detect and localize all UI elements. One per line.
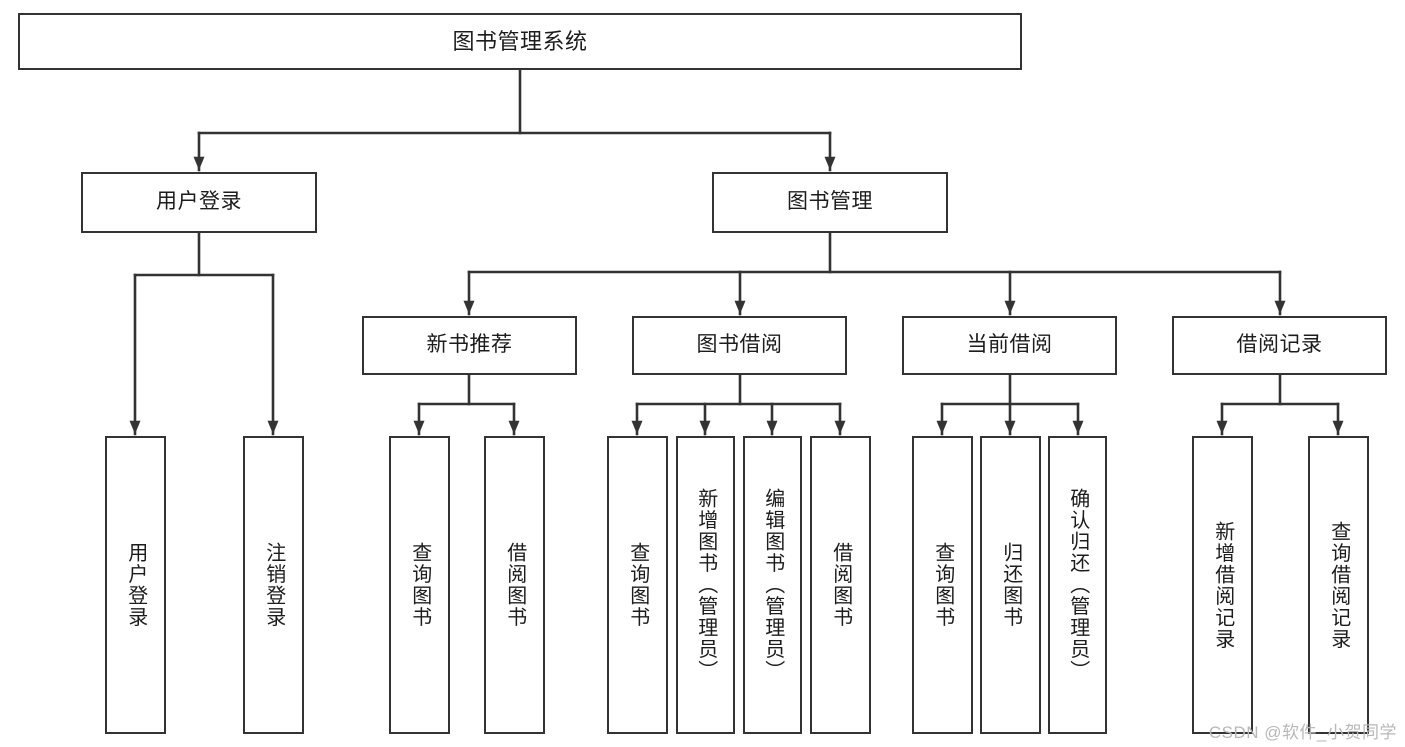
node-label: 注销登录	[262, 542, 285, 628]
node-label: 借阅图书	[503, 542, 526, 628]
node-label: 编辑图书（管理员）	[761, 488, 784, 682]
node-label: 查询图书	[408, 542, 431, 628]
leaf-node-borrow-book-recommendation[interactable]: 借阅图书	[484, 436, 545, 734]
node-label: 查询图书	[931, 542, 954, 628]
leaf-node-query-book-recommendation[interactable]: 查询图书	[389, 436, 450, 734]
node-current-borrowing[interactable]: 当前借阅	[902, 316, 1117, 375]
node-label: 查询借阅记录	[1327, 520, 1350, 650]
node-label: 当前借阅	[966, 333, 1053, 357]
leaf-node-return-book[interactable]: 归还图书	[980, 436, 1041, 734]
node-book-management[interactable]: 图书管理	[712, 172, 948, 233]
node-label: 确认归还（管理员）	[1066, 488, 1089, 682]
leaf-node-confirm-return-admin[interactable]: 确认归还（管理员）	[1048, 436, 1107, 734]
leaf-node-edit-book-admin[interactable]: 编辑图书（管理员）	[743, 436, 802, 734]
leaf-node-add-book-admin[interactable]: 新增图书（管理员）	[676, 436, 735, 734]
leaf-node-user-login[interactable]: 用户登录	[105, 436, 166, 734]
leaf-node-add-borrowing-record[interactable]: 新增借阅记录	[1192, 436, 1253, 734]
node-new-book-recommendation[interactable]: 新书推荐	[362, 316, 577, 375]
node-label: 查询图书	[626, 542, 649, 628]
node-book-borrowing[interactable]: 图书借阅	[632, 316, 847, 375]
node-label: 借阅图书	[829, 542, 852, 628]
node-label: 图书管理系统	[452, 28, 588, 54]
node-label: 新增图书（管理员）	[694, 488, 717, 682]
leaf-node-query-borrowing-record[interactable]: 查询借阅记录	[1308, 436, 1369, 734]
leaf-node-borrow-book-borrowing[interactable]: 借阅图书	[810, 436, 871, 734]
leaf-node-query-book-borrowing[interactable]: 查询图书	[607, 436, 668, 734]
node-label: 用户登录	[156, 190, 242, 214]
node-label: 用户登录	[124, 542, 147, 628]
node-label: 借阅记录	[1236, 333, 1323, 357]
node-label: 图书借阅	[696, 333, 783, 357]
node-root-book-management-system[interactable]: 图书管理系统	[18, 13, 1022, 70]
watermark-text: CSDN @软件_小贺同学	[1208, 723, 1397, 742]
node-user-login[interactable]: 用户登录	[81, 172, 317, 233]
node-label: 新书推荐	[426, 333, 513, 357]
node-label: 新增借阅记录	[1211, 520, 1234, 650]
node-borrowing-records[interactable]: 借阅记录	[1172, 316, 1387, 375]
leaf-node-query-book-current[interactable]: 查询图书	[912, 436, 973, 734]
node-label: 归还图书	[999, 542, 1022, 628]
node-label: 图书管理	[787, 190, 873, 214]
leaf-node-logout[interactable]: 注销登录	[243, 436, 304, 734]
